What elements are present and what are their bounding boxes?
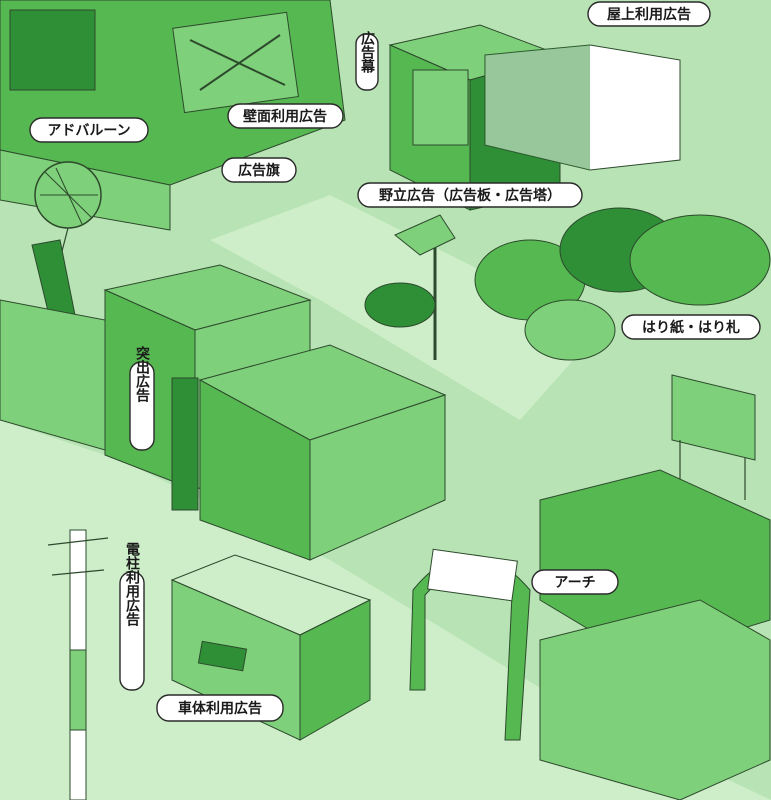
label-vehicle-ad: 車体利用広告: [156, 694, 284, 722]
label-ad-flag-text: 広告旗: [238, 162, 280, 179]
label-vehicle-ad-text: 車体利用広告: [178, 700, 262, 717]
bus: [170, 554, 372, 741]
label-ad-flag: 広告旗: [221, 157, 297, 183]
poster-board: [671, 374, 756, 500]
building-projecting-ad: [103, 264, 312, 511]
label-ad-curtain: 広告幕: [355, 30, 379, 91]
label-rooftop-ad: 屋上利用広告: [587, 1, 711, 27]
label-ad-balloon: アドバルーン: [29, 117, 149, 143]
label-ad-balloon-text: アドバルーン: [47, 123, 130, 139]
label-arch-text: アーチ: [554, 575, 595, 591]
trees: [364, 207, 771, 361]
label-wall-ad: 壁面利用広告: [227, 103, 344, 129]
label-posters: はり紙・はり札: [621, 314, 761, 340]
label-projecting-ad-text: 突出広告: [134, 345, 150, 403]
label-wall-ad-text: 壁面利用広告: [243, 108, 327, 125]
label-pole-ad-text: 電柱利用広告: [124, 541, 140, 627]
label-rooftop-ad-text: 屋上利用広告: [607, 6, 691, 23]
building-middle: [198, 344, 447, 561]
label-pole-ad: 電柱利用広告: [119, 541, 145, 691]
houses-right: [539, 469, 771, 800]
label-posters-text: はり紙・はり札: [642, 319, 740, 336]
utility-pole: [47, 529, 109, 800]
label-ad-curtain-text: 広告幕: [359, 30, 376, 73]
building-rooftop-ad: [388, 24, 681, 211]
label-arch: アーチ: [531, 569, 619, 595]
arch-structure: [409, 548, 531, 741]
label-projecting-ad: 突出広告: [129, 345, 155, 451]
label-outdoor-ad: 野立広告（広告板・広告塔）: [357, 182, 583, 208]
label-outdoor-ad-text: 野立広告（広告板・広告塔）: [379, 187, 561, 204]
